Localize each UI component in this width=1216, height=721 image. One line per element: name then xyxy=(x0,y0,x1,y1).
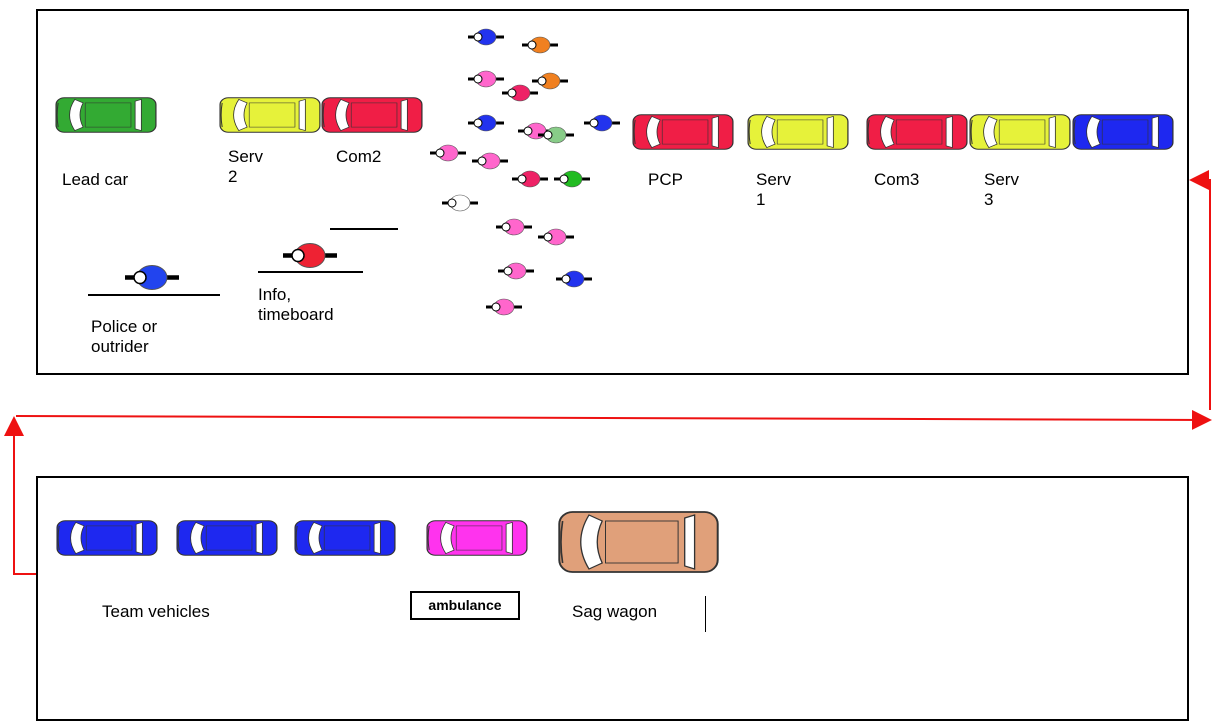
label-info-timeboard: Info, timeboard xyxy=(258,285,334,324)
peloton-rider-4 xyxy=(532,72,568,90)
label-serv1: Serv 1 xyxy=(756,170,791,209)
peloton-rider-2 xyxy=(522,36,558,54)
team-car-3 xyxy=(294,520,396,556)
serv3-car xyxy=(969,114,1071,150)
peloton-rider-16 xyxy=(538,228,574,246)
lead-car xyxy=(55,97,157,133)
peloton-rider-6 xyxy=(468,114,504,132)
team-car-1 xyxy=(56,520,158,556)
peloton-rider-5 xyxy=(502,84,538,102)
route-line-middle xyxy=(15,409,1212,430)
info-upper-line xyxy=(330,228,398,230)
label-serv3: Serv 3 xyxy=(984,170,1019,209)
serv1-car xyxy=(747,114,849,150)
sag-divider xyxy=(705,596,706,632)
last-car xyxy=(1072,114,1174,150)
team-car-2 xyxy=(176,520,278,556)
com3-car xyxy=(866,114,968,150)
com2-car xyxy=(321,97,423,133)
sag-wagon-car xyxy=(558,511,719,573)
label-police-outrider: Police or outrider xyxy=(91,317,158,356)
ambulance-car xyxy=(426,520,528,556)
peloton-rider-17 xyxy=(498,262,534,280)
peloton-rider-14 xyxy=(442,194,478,212)
peloton-rider-15 xyxy=(496,218,532,236)
police-rider xyxy=(125,265,179,290)
label-serv2: Serv 2 xyxy=(228,147,263,186)
label-team-vehicles: Team vehicles xyxy=(102,602,210,621)
route-line-left xyxy=(3,416,36,575)
label-pcp: PCP xyxy=(648,170,683,189)
peloton-rider-19 xyxy=(486,298,522,316)
info-line xyxy=(258,271,363,273)
peloton-rider-13 xyxy=(554,170,590,188)
peloton-rider-18 xyxy=(556,270,592,288)
police-line xyxy=(88,294,220,296)
label-com2: Com2 xyxy=(336,147,382,166)
serv2-car xyxy=(219,97,321,133)
peloton-rider-9 xyxy=(584,114,620,132)
route-line-right xyxy=(1189,170,1211,410)
peloton-rider-1 xyxy=(468,28,504,46)
label-lead-car: Lead car xyxy=(62,170,129,189)
label-com3: Com3 xyxy=(874,170,920,189)
peloton-rider-11 xyxy=(472,152,508,170)
peloton-rider-8 xyxy=(538,126,574,144)
peloton-rider-3 xyxy=(468,70,504,88)
info-rider xyxy=(283,243,337,268)
label-ambulance: ambulance xyxy=(410,591,520,620)
pcp-car xyxy=(632,114,734,150)
peloton-rider-12 xyxy=(512,170,548,188)
peloton-rider-10 xyxy=(430,144,466,162)
race-convoy-front-panel xyxy=(36,9,1189,375)
label-sag-wagon: Sag wagon xyxy=(572,602,658,621)
